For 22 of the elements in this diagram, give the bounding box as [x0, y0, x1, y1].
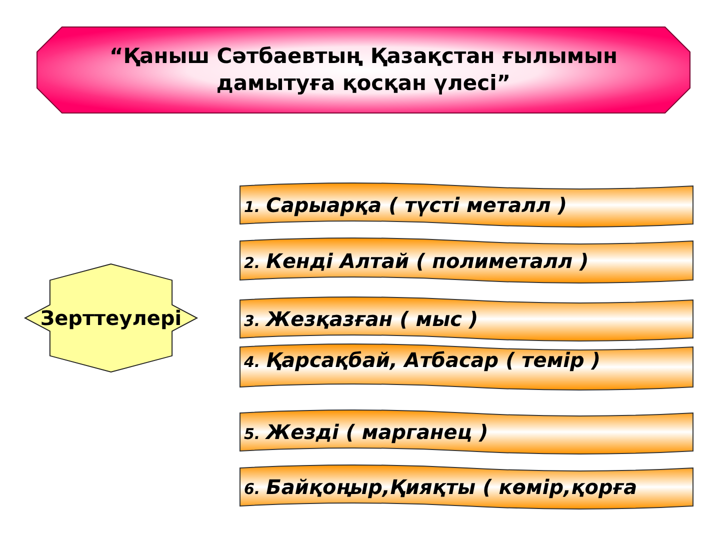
wave-banner [240, 409, 693, 455]
title-banner [37, 27, 690, 113]
list-number: 6. [244, 480, 260, 498]
wave-banner [240, 343, 693, 391]
list-number: 5. [244, 425, 260, 443]
star-label: Зерттеулері [40, 306, 182, 330]
list-number: 3. [244, 312, 260, 330]
wave-banner [240, 182, 693, 228]
list-item-text: Кенді Алтай ( полиметалл ) [266, 248, 589, 272]
eight-point-star [25, 264, 197, 372]
list-item-text: Жезқазған ( мыс ) [266, 307, 478, 331]
wave-banner [240, 237, 693, 284]
list-number: 4. [244, 353, 260, 371]
wave-banner [240, 296, 693, 342]
title-text: “Қаныш Сәтбаевтың Қазақстан ғылымын дамытуға қосқан үлесі” [108, 42, 619, 97]
list-item-text: Байқоңыр,Қияқты ( көмір,қорға [266, 475, 638, 499]
list-number: 2. [244, 254, 260, 272]
wave-banner [240, 464, 693, 510]
list-item-text: Жезді ( марганец ) [266, 420, 488, 444]
list-item-text: Сарыарқа ( түсті металл ) [266, 193, 567, 217]
list-item-text: Қарсақбай, Атбасар ( темір ) [266, 348, 600, 372]
list-number: 1. [244, 198, 260, 216]
